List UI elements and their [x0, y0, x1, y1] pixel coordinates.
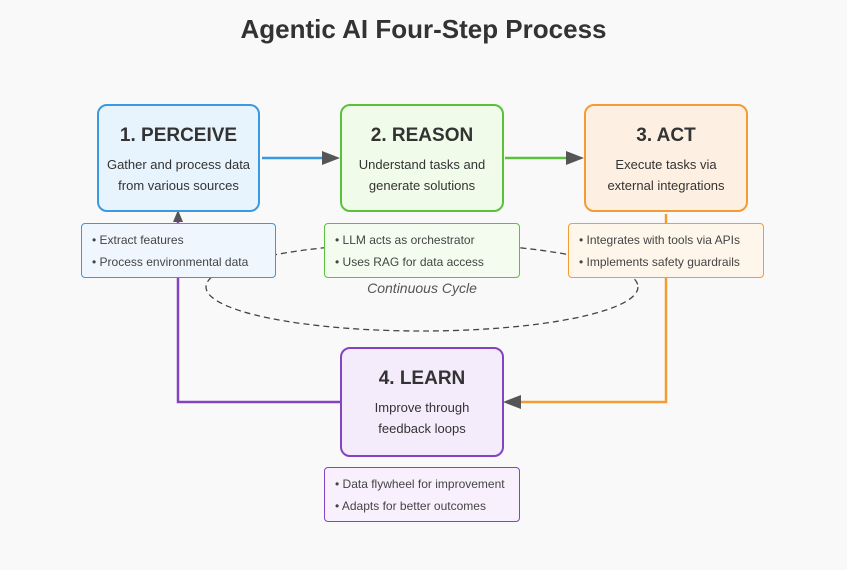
learn-desc-line-2: feedback loops [378, 421, 466, 436]
reason-desc-line-2: generate solutions [368, 178, 476, 193]
act-heading: 3. ACT [636, 125, 696, 146]
learn-to-perceive-connector [176, 222, 341, 404]
perceive-step-box: 1. PERCEIVE Gather and process data from… [97, 104, 260, 212]
act-note-1: • Integrates with tools via APIs [579, 233, 740, 247]
learn-note-2: • Adapts for better outcomes [335, 499, 486, 513]
act-desc-line-1: Execute tasks via [615, 157, 717, 172]
reason-note-1: • LLM acts as orchestrator [335, 233, 475, 247]
reason-to-act-arrowhead [566, 151, 584, 165]
learn-desc-line-1: Improve through [374, 400, 470, 415]
perceive-desc-line-2: from various sources [118, 178, 239, 193]
perceive-note-2: • Process environmental data [92, 255, 249, 269]
learn-note-1: • Data flywheel for improvement [335, 477, 505, 491]
reason-desc-line-1: Understand tasks and [358, 157, 486, 172]
act-desc-line-2: external integrations [607, 178, 725, 193]
page-title: Agentic AI Four-Step Process [240, 14, 607, 44]
reason-step-box: 2. REASON Understand tasks and generate … [340, 104, 504, 212]
perceive-desc-line-1: Gather and process data [106, 157, 251, 172]
perceive-note-1: • Extract features [92, 233, 184, 247]
learn-to-perceive-arrowhead [173, 210, 183, 222]
reason-notes: • LLM acts as orchestrator • Uses RAG fo… [324, 223, 520, 278]
learn-heading: 4. LEARN [378, 368, 466, 389]
act-note-2: • Implements safety guardrails [579, 255, 740, 269]
perceive-to-reason-arrowhead [322, 151, 340, 165]
perceive-heading: 1. PERCEIVE [119, 125, 238, 146]
reason-note-2: • Uses RAG for data access [335, 255, 484, 269]
learn-notes: • Data flywheel for improvement • Adapts… [324, 467, 520, 522]
reason-heading: 2. REASON [370, 125, 474, 146]
act-step-box: 3. ACT Execute tasks via external integr… [584, 104, 748, 212]
perceive-notes: • Extract features • Process environment… [81, 223, 276, 278]
learn-step-box: 4. LEARN Improve through feedback loops [340, 347, 504, 457]
act-notes: • Integrates with tools via APIs • Imple… [568, 223, 764, 278]
act-to-learn-arrowhead [503, 395, 521, 409]
cycle-label: Continuous Cycle [367, 280, 477, 296]
